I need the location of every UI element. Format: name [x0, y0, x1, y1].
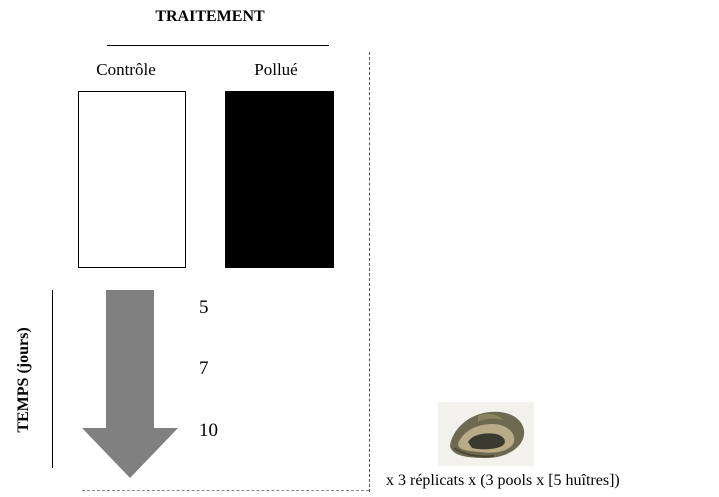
time-arrow-icon: [82, 290, 178, 478]
time-axis-label: TEMPS (jours): [15, 327, 32, 433]
day-label-7: 7: [199, 358, 209, 379]
time-axis-rule: [52, 290, 53, 468]
control-treatment-box: [78, 91, 186, 268]
bottom-dashed-divider: [82, 490, 369, 491]
oyster-image: [438, 402, 534, 466]
treatment-label-control: Contrôle: [96, 60, 156, 79]
sample-caption: x 3 réplicats x (3 pools x [5 huîtres]): [386, 472, 620, 489]
treatment-label-polluted: Pollué: [254, 60, 298, 79]
polluted-treatment-box: [225, 91, 334, 268]
day-label-10: 10: [199, 420, 218, 441]
title-underline: [107, 45, 329, 46]
day-label-5: 5: [199, 297, 209, 318]
diagram-title: TRAITEMENT: [155, 8, 265, 25]
time-arrow-shape: [82, 290, 178, 478]
vertical-dashed-divider: [369, 52, 370, 492]
